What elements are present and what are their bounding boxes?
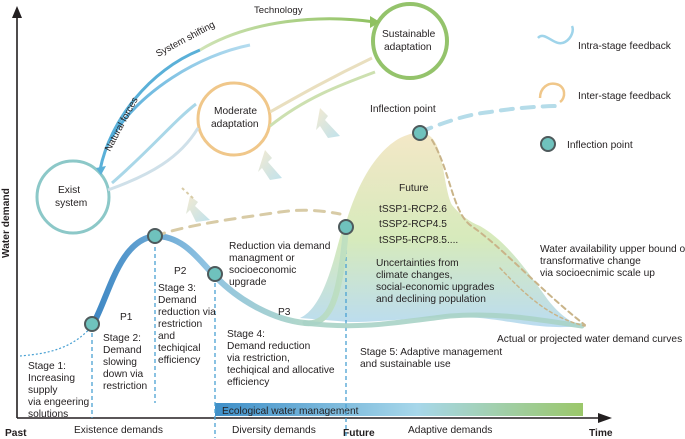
curves-note: Actual or projected water demand curves [497, 334, 682, 345]
svg-text:restriction: restriction [158, 319, 202, 330]
svg-text:efficiency: efficiency [158, 355, 201, 366]
svg-text:Demand: Demand [158, 295, 197, 306]
sustainable-label-2: adaptation [384, 42, 432, 53]
sustainable-ring [371, 2, 449, 80]
reduction-note: Reduction via demand managment or socioe… [229, 241, 331, 288]
svg-text:and sustainable use: and sustainable use [360, 359, 451, 370]
inflection-point-label: Inflection point [370, 104, 436, 115]
phase-existence-label: Existence demands [74, 425, 163, 436]
x-axis-time-label: Time [589, 428, 613, 439]
p3-label: P3 [278, 307, 291, 318]
svg-text:transformative change: transformative change [540, 256, 641, 267]
y-axis [12, 6, 22, 418]
legend-intra-icon [537, 25, 574, 45]
svg-text:Demand: Demand [103, 345, 142, 356]
svg-text:via socioecnimic scale up: via socioecnimic scale up [540, 268, 655, 279]
svg-text:Uncertainties from: Uncertainties from [376, 258, 459, 269]
svg-text:socioeconomic: socioeconomic [229, 265, 296, 276]
svg-text:Stage 3:: Stage 3: [158, 283, 196, 294]
sustainable-label-1: Sustainable [382, 29, 436, 40]
legend-inflection-label: Inflection point [567, 140, 633, 151]
svg-text:techiqical: techiqical [158, 343, 200, 354]
x-axis-future-label: Future [343, 428, 375, 439]
moderate-label-2: adaptation [211, 119, 259, 130]
inflection-point-p2 [207, 266, 223, 282]
natural-forces-arc [98, 48, 201, 171]
future-block: Future tSSP1-RCP2.6 tSSP2-RCP4.5 tSSP5-R… [376, 183, 494, 305]
svg-text:slowing: slowing [103, 357, 137, 368]
svg-text:climate changes,: climate changes, [376, 270, 452, 281]
p1-label: P1 [120, 312, 133, 323]
phase-diversity-label: Diversity demands [232, 425, 316, 436]
exist-system-label-2: system [55, 198, 87, 209]
stage5-text: Stage 5: Adaptive management and sustain… [360, 347, 502, 370]
svg-text:via restriction,: via restriction, [227, 353, 290, 364]
svg-text:Stage 2:: Stage 2: [103, 333, 141, 344]
legend-inter-label: Inter-stage feedback [578, 91, 672, 102]
stage2-text: Stage 2: Demand slowing down via restric… [103, 333, 147, 392]
technology-label: Technology [254, 5, 303, 16]
stage-dividers [91, 229, 347, 438]
stage1-text: Stage 1: Increasing supply via engeering… [28, 361, 90, 420]
svg-text:upgrade: upgrade [229, 277, 267, 288]
inflection-points [84, 125, 428, 332]
p2-label: P2 [174, 266, 187, 277]
x-axis [17, 413, 612, 423]
dashed-bound-curves [153, 104, 586, 327]
svg-text:and: and [158, 331, 175, 342]
legend-inflection-icon [540, 136, 556, 152]
stage1-dotted-lead [19, 325, 93, 357]
future-title: Future [399, 183, 429, 194]
legend: Intra-stage feedback Inter-stage feedbac… [537, 25, 672, 152]
svg-text:solutions: solutions [28, 409, 68, 420]
natural-forces-label: Natural forces [103, 95, 141, 153]
exist-system-ring [35, 159, 111, 235]
future-region [300, 132, 582, 328]
exist-system-label-1: Exist [58, 185, 80, 196]
ecological-bar-label: Ecological water management [222, 406, 359, 417]
stage4-text: Stage 4: Demand reduction via restrictio… [227, 329, 335, 388]
stage3-text: Stage 3: Demand reduction via restrictio… [158, 283, 216, 366]
legend-intra-label: Intra-stage feedback [578, 41, 672, 52]
svg-text:Stage 1:: Stage 1: [28, 361, 66, 372]
svg-text:tSSP1-RCP2.6: tSSP1-RCP2.6 [379, 204, 447, 215]
svg-text:Reduction via demand: Reduction via demand [229, 241, 331, 252]
y-axis-label: Water demand [1, 188, 12, 258]
svg-text:Stage 5: Adaptive management: Stage 5: Adaptive management [360, 347, 502, 358]
inflection-point-p1 [147, 228, 163, 244]
svg-text:Increasing: Increasing [28, 373, 75, 384]
svg-text:Stage 4:: Stage 4: [227, 329, 265, 340]
svg-text:reduction via: reduction via [158, 307, 216, 318]
svg-text:Demand reduction: Demand reduction [227, 341, 310, 352]
x-axis-past-label: Past [5, 428, 27, 439]
technology-arc [199, 17, 376, 52]
phase-adaptive-label: Adaptive demands [408, 425, 492, 436]
svg-text:social-economic upgrades: social-economic upgrades [376, 282, 494, 293]
svg-text:Water availability upper bound: Water availability upper bound or [540, 244, 685, 255]
svg-text:supply: supply [28, 385, 58, 396]
moderate-ring [196, 81, 272, 157]
svg-text:down via: down via [103, 369, 144, 380]
legend-inter-icon [538, 82, 566, 104]
svg-text:managment or: managment or [229, 253, 295, 264]
svg-text:tSSP5-RCP8.5....: tSSP5-RCP8.5.... [379, 235, 458, 246]
svg-text:tSSP2-RCP4.5: tSSP2-RCP4.5 [379, 219, 447, 230]
system-shifting-arc [108, 43, 251, 141]
inflection-point-future [338, 219, 354, 235]
inflection-point-peak [412, 125, 428, 141]
system-shifting-label: System shifting [154, 19, 217, 59]
svg-text:via engeering: via engeering [28, 397, 90, 408]
projected-low-curve [302, 312, 585, 329]
inflection-point-stage2 [84, 316, 100, 332]
svg-text:techiqical and allocative: techiqical and allocative [227, 365, 335, 376]
moderate-label-1: Moderate [214, 106, 257, 117]
svg-text:restriction: restriction [103, 381, 147, 392]
svg-text:efficiency: efficiency [227, 377, 270, 388]
upper-bound-note: Water availability upper bound or transf… [540, 244, 685, 279]
ecological-bar [215, 403, 583, 416]
svg-text:and declining population: and declining population [376, 294, 486, 305]
